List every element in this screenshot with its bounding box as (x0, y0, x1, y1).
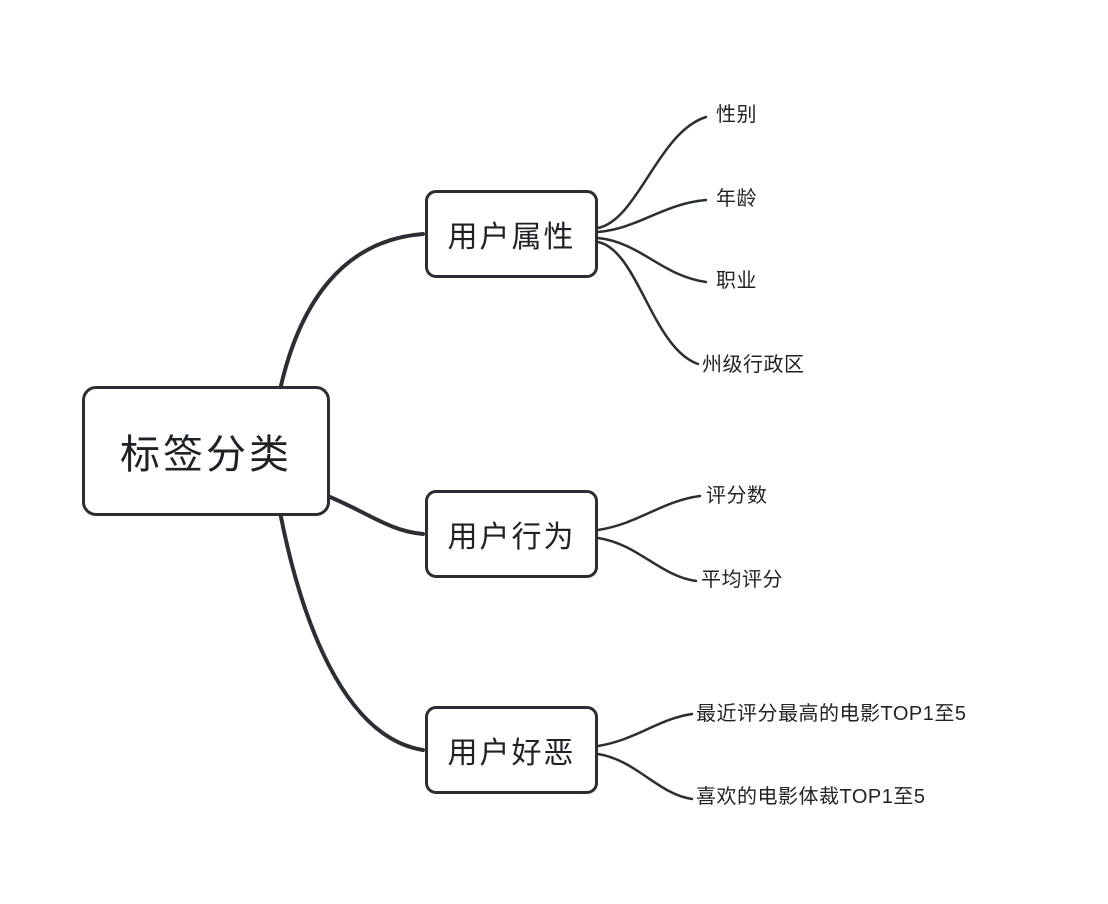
connector-root-to-user-preferences (278, 510, 425, 752)
connector-attributes-to-gender (596, 115, 708, 230)
connector-attributes-to-state-region (596, 240, 700, 366)
leaf-state-region[interactable]: 州级行政区 (702, 353, 805, 376)
branch-user-attributes[interactable]: 用户属性 (425, 190, 598, 278)
leaf-gender[interactable]: 性别 (716, 103, 757, 126)
leaf-rating-count[interactable]: 评分数 (706, 484, 768, 507)
branch-user-preferences[interactable]: 用户好恶 (425, 706, 598, 794)
connector-root-to-user-behavior (328, 495, 425, 536)
leaf-average-rating[interactable]: 平均评分 (701, 568, 783, 591)
leaf-age[interactable]: 年龄 (716, 187, 757, 210)
connector-preferences-to-favorite-genres (596, 752, 694, 801)
connector-behavior-to-rating-count (596, 494, 702, 532)
connector-attributes-to-occupation (596, 236, 708, 284)
leaf-occupation[interactable]: 职业 (716, 269, 757, 292)
leaf-top-rated-movies[interactable]: 最近评分最高的电影TOP1至5 (696, 702, 967, 725)
branch-user-behavior[interactable]: 用户行为 (425, 490, 598, 578)
leaf-favorite-genres[interactable]: 喜欢的电影体裁TOP1至5 (696, 785, 926, 808)
connector-root-to-user-attributes (278, 232, 425, 392)
topic-root[interactable]: 标签分类 (82, 386, 330, 516)
connector-attributes-to-age (596, 198, 708, 234)
connector-preferences-to-top-rated-movies (596, 712, 694, 748)
connector-behavior-to-average-rating (596, 536, 698, 583)
